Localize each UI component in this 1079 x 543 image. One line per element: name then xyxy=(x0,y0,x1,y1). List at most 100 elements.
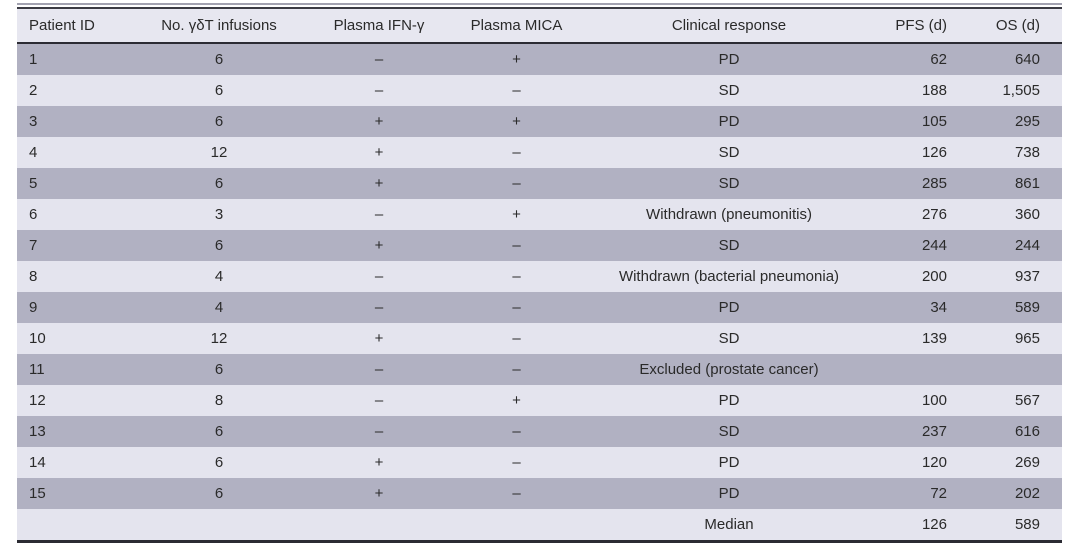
column-header-plasma-mica: Plasma MICA xyxy=(449,9,584,44)
cell-plasma-mica: + xyxy=(449,106,584,137)
cell-os-days: 616 xyxy=(969,416,1062,447)
cell-plasma-mica: – xyxy=(449,75,584,106)
cell-plasma-ifn-gamma: + xyxy=(309,106,449,137)
cell-plasma-ifn-gamma: – xyxy=(309,292,449,323)
cell-patient-id: 10 xyxy=(17,323,129,354)
cell-clinical-response: PD xyxy=(584,106,874,137)
cell-pfs-days: 276 xyxy=(874,199,969,230)
cell-pfs-days: 105 xyxy=(874,106,969,137)
cell-clinical-response: PD xyxy=(584,292,874,323)
cell-infusions-count: 8 xyxy=(129,385,309,416)
cell-pfs-days: 237 xyxy=(874,416,969,447)
cell-pfs-days: 139 xyxy=(874,323,969,354)
cell-os-days: 861 xyxy=(969,168,1062,199)
table-top-thin-rule xyxy=(17,3,1062,5)
cell-pfs-days: 34 xyxy=(874,292,969,323)
cell-patient-id: 12 xyxy=(17,385,129,416)
cell-clinical-response: PD xyxy=(584,43,874,75)
column-header-pfs-days: PFS (d) xyxy=(874,9,969,44)
cell-patient-id: 15 xyxy=(17,478,129,509)
cell-os-days: 937 xyxy=(969,261,1062,292)
cell-plasma-mica: + xyxy=(449,385,584,416)
cell-infusions-count: 6 xyxy=(129,106,309,137)
cell-patient-id: 8 xyxy=(17,261,129,292)
cell-infusions-count: 4 xyxy=(129,261,309,292)
cell-plasma-ifn-gamma: – xyxy=(309,416,449,447)
table-header: Patient ID No. γδT infusions Plasma IFN-… xyxy=(17,9,1062,44)
cell-plasma-ifn-gamma: – xyxy=(309,199,449,230)
cell-clinical-response: Withdrawn (pneumonitis) xyxy=(584,199,874,230)
cell-patient-id: 6 xyxy=(17,199,129,230)
cell-plasma-ifn-gamma: + xyxy=(309,447,449,478)
cell-plasma-mica: – xyxy=(449,323,584,354)
cell-os-days: 202 xyxy=(969,478,1062,509)
cell-pfs-days: 126 xyxy=(874,137,969,168)
cell-pfs-days: 62 xyxy=(874,43,969,75)
cell-patient-id: 13 xyxy=(17,416,129,447)
cell-infusions-count: 12 xyxy=(129,137,309,168)
cell-infusions-count: 4 xyxy=(129,292,309,323)
cell-plasma-mica: – xyxy=(449,292,584,323)
cell-infusions-count: 6 xyxy=(129,230,309,261)
cell-plasma-mica: – xyxy=(449,168,584,199)
header-row: Patient ID No. γδT infusions Plasma IFN-… xyxy=(17,9,1062,44)
cell-clinical-response: SD xyxy=(584,137,874,168)
table-top-thick-rule xyxy=(17,7,1062,9)
cell-plasma-mica: – xyxy=(449,416,584,447)
cell-infusions-count: 6 xyxy=(129,478,309,509)
cell-plasma-mica: – xyxy=(449,261,584,292)
cell-os-days: 567 xyxy=(969,385,1062,416)
cell-patient-id: 9 xyxy=(17,292,129,323)
cell-infusions-count: 12 xyxy=(129,323,309,354)
cell-patient-id: 3 xyxy=(17,106,129,137)
column-header-clinical-response: Clinical response xyxy=(584,9,874,44)
cell-pfs-days: 188 xyxy=(874,75,969,106)
cell-plasma-mica: – xyxy=(449,230,584,261)
cell-os-days: 965 xyxy=(969,323,1062,354)
cell-os-days: 360 xyxy=(969,199,1062,230)
cell-pfs-days xyxy=(874,354,969,385)
cell-plasma-ifn-gamma: + xyxy=(309,137,449,168)
cell-patient-id: 5 xyxy=(17,168,129,199)
cell-pfs-days: 100 xyxy=(874,385,969,416)
cell-patient-id: 11 xyxy=(17,354,129,385)
cell-clinical-response: Withdrawn (bacterial pneumonia) xyxy=(584,261,874,292)
patient-outcomes-table: Patient ID No. γδT infusions Plasma IFN-… xyxy=(17,9,1062,540)
cell-plasma-ifn-gamma: – xyxy=(309,43,449,75)
cell-infusions-count: 6 xyxy=(129,43,309,75)
cell-os-days: 295 xyxy=(969,106,1062,137)
cell-pfs-days: 120 xyxy=(874,447,969,478)
column-header-patient-id: Patient ID xyxy=(17,9,129,44)
cell-infusions-count: 6 xyxy=(129,75,309,106)
cell-plasma-mica: + xyxy=(449,43,584,75)
cell-clinical-response: PD xyxy=(584,447,874,478)
cell-pfs-days: 285 xyxy=(874,168,969,199)
cell-plasma-ifn-gamma: – xyxy=(309,354,449,385)
cell-plasma-ifn-gamma: + xyxy=(309,323,449,354)
cell-pfs-days: 244 xyxy=(874,230,969,261)
cell-clinical-response: SD xyxy=(584,230,874,261)
cell-infusions-count: 6 xyxy=(129,168,309,199)
cell-plasma-mica: – xyxy=(449,478,584,509)
cell-patient-id: 4 xyxy=(17,137,129,168)
cell-plasma-ifn-gamma: – xyxy=(309,75,449,106)
cell-os-days: 269 xyxy=(969,447,1062,478)
cell-patient-id: 1 xyxy=(17,43,129,75)
cell-patient-id: 2 xyxy=(17,75,129,106)
cell-patient-id: 14 xyxy=(17,447,129,478)
cell-plasma-ifn-gamma: + xyxy=(309,168,449,199)
cell-os-days: 589 xyxy=(969,292,1062,323)
